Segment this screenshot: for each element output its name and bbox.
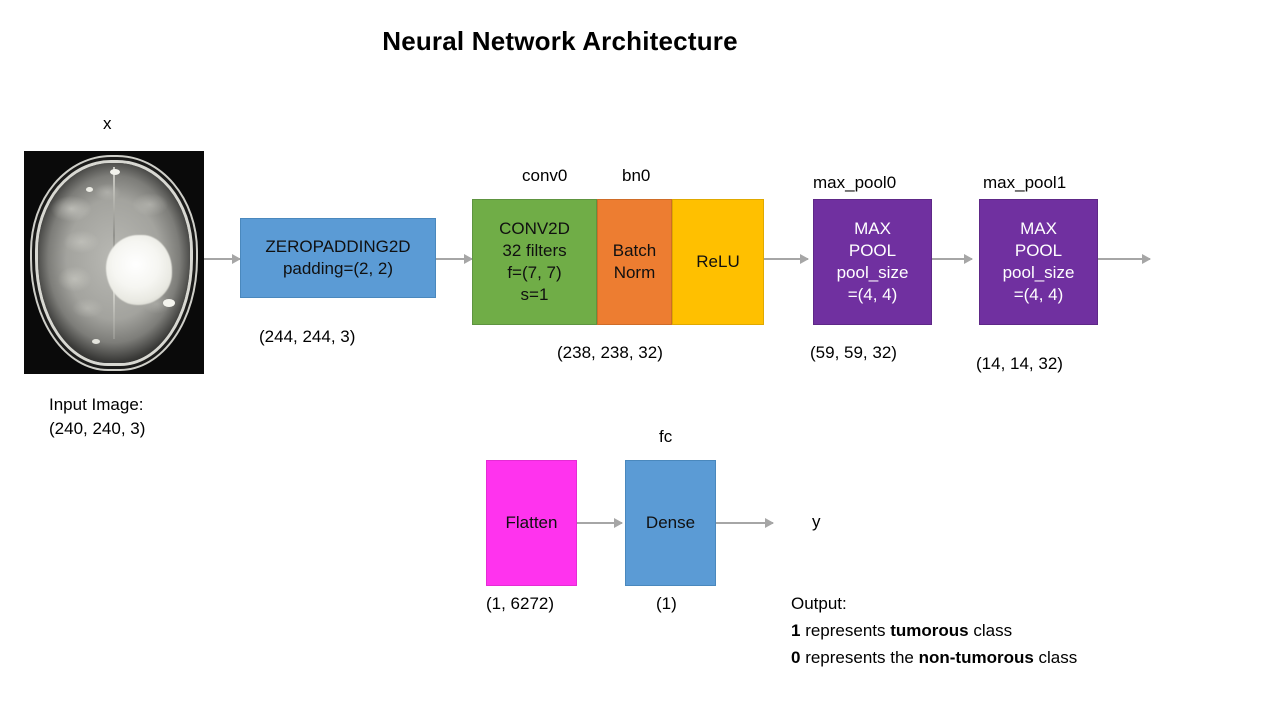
layer-block-conv2d[interactable]: CONV2D 32 filters f=(7, 7) s=1 [472, 199, 597, 325]
layer-block-dense[interactable]: Dense [625, 460, 716, 586]
mri-brain-scan-image [24, 151, 204, 374]
tumor-region [106, 235, 172, 305]
bright-spot-icon [163, 299, 175, 307]
layer-block-maxpool1[interactable]: MAX POOL pool_size =(4, 4) [979, 199, 1098, 325]
shape-label-zeropadding: (244, 244, 3) [259, 327, 356, 346]
bright-spot-icon [86, 187, 93, 192]
shape-label-maxpool1: (14, 14, 32) [976, 354, 1063, 373]
arrow-input-to-zeropadding [204, 254, 241, 264]
layer-block-maxpool0[interactable]: MAX POOL pool_size =(4, 4) [813, 199, 932, 325]
output-y-label: y [812, 512, 821, 531]
layer-block-batchnorm[interactable]: Batch Norm [597, 199, 672, 325]
arrow-maxpool1-to-flatten [1098, 254, 1151, 264]
layer-name-max-pool1: max_pool1 [983, 173, 1067, 192]
arrow-zeropadding-to-conv [436, 254, 473, 264]
shape-label-flatten: (1, 6272) [486, 594, 555, 613]
output-legend-heading: Output: [791, 594, 847, 613]
output-class-value-1: 1 [791, 621, 801, 641]
layer-block-flatten[interactable]: Flatten [486, 460, 577, 586]
input-x-label: x [103, 114, 112, 133]
bright-spot-icon [110, 169, 120, 175]
output-line3-tail: class [1033, 648, 1078, 668]
arrow-flatten-to-dense [577, 518, 623, 528]
arrow-dense-to-output [716, 518, 774, 528]
input-image-caption-line1: Input Image: [49, 395, 144, 414]
output-legend-line-non-tumorous: 0 represents the non-tumorous class [791, 644, 1077, 671]
output-line2-tail: class [968, 621, 1013, 641]
shape-label-maxpool0: (59, 59, 32) [810, 343, 897, 362]
layer-block-relu[interactable]: ReLU [672, 199, 764, 325]
shape-label-conv-block: (238, 238, 32) [557, 343, 663, 362]
output-legend: Output: 1 represents tumorous class 0 re… [791, 590, 1077, 672]
output-line3-mid: represents the [800, 648, 919, 668]
output-class-non-tumorous: non-tumorous [918, 648, 1034, 668]
output-line2-mid: represents [800, 621, 891, 641]
output-class-value-0: 0 [791, 648, 801, 668]
layer-name-bn0: bn0 [622, 166, 651, 185]
input-image-caption-line2: (240, 240, 3) [49, 419, 146, 438]
shape-label-dense: (1) [656, 594, 677, 613]
arrow-maxpool0-to-maxpool1 [932, 254, 973, 264]
output-class-tumorous: tumorous [890, 621, 969, 641]
bright-spot-icon [92, 339, 100, 344]
output-legend-line-tumorous: 1 represents tumorous class [791, 617, 1077, 644]
layer-name-max-pool0: max_pool0 [813, 173, 897, 192]
layer-name-fc: fc [659, 427, 673, 446]
page-title: Neural Network Architecture [382, 26, 738, 56]
layer-name-conv0: conv0 [522, 166, 568, 185]
layer-block-zeropadding2d[interactable]: ZEROPADDING2D padding=(2, 2) [240, 218, 436, 298]
arrow-relu-to-maxpool0 [764, 254, 809, 264]
